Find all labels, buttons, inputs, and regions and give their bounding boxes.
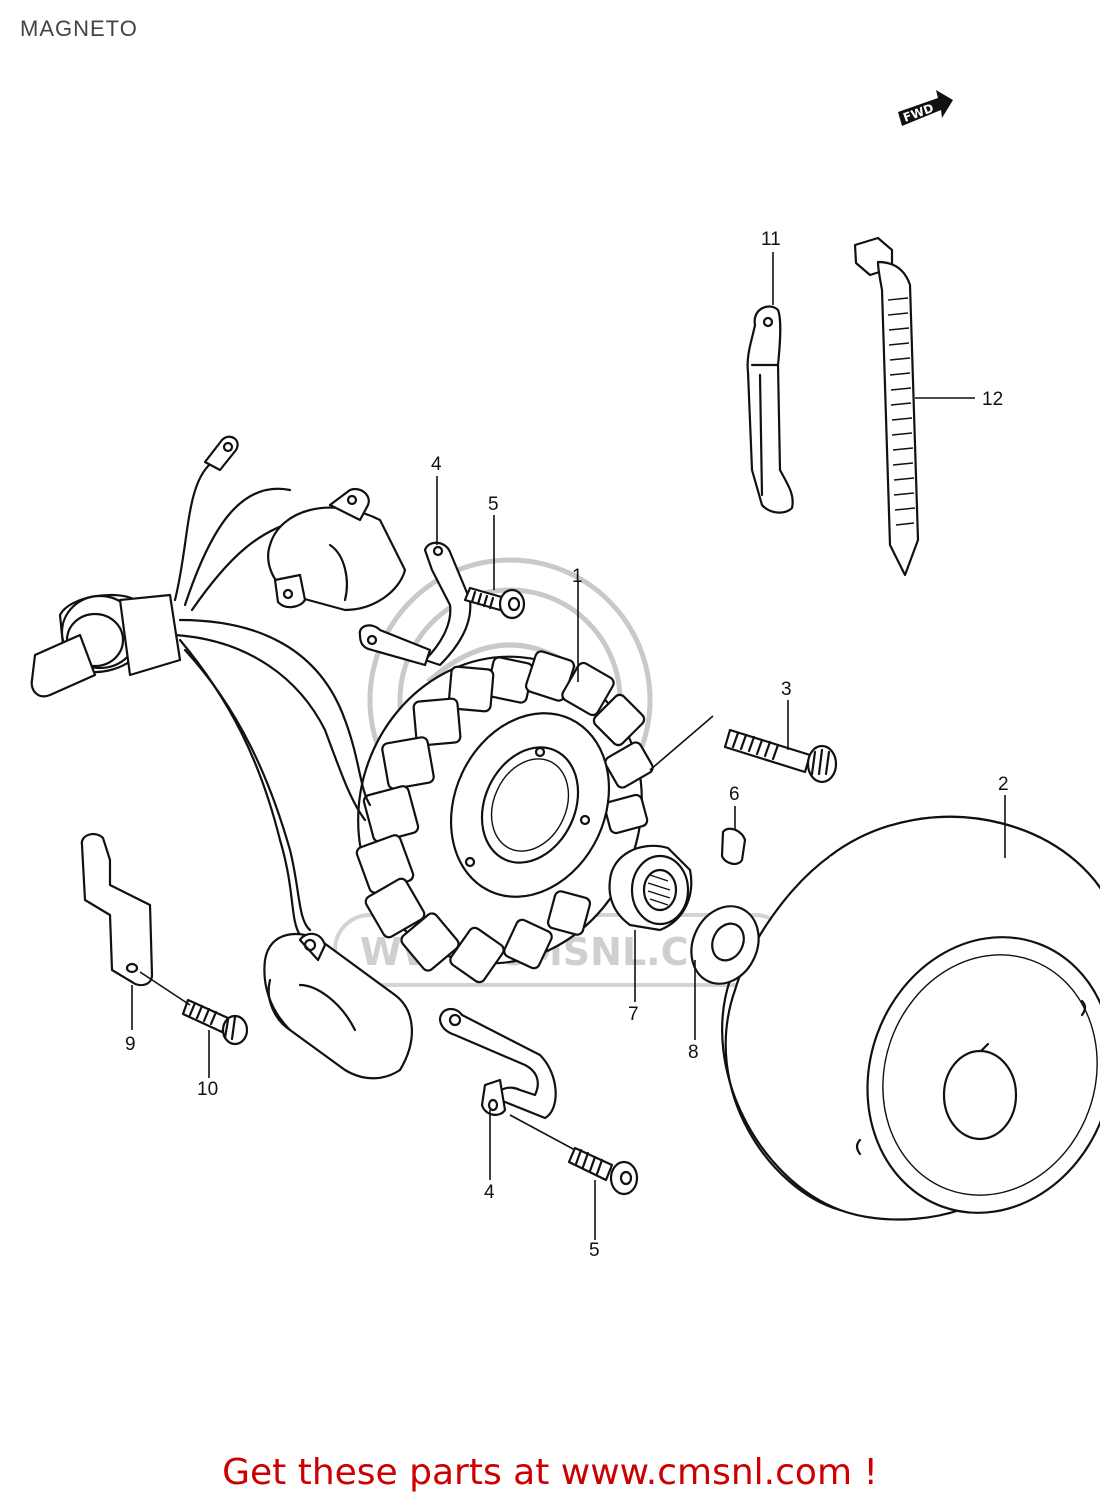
callout-rotor: 2	[998, 774, 1009, 795]
callout-clamp-upper: 4	[431, 454, 442, 475]
callout-labels: 1 2 3 4 5 6 7 8 9 10 4 5 11 12	[125, 229, 1009, 1261]
leader-lines	[131, 252, 1006, 1240]
wire-clamp-upper	[358, 541, 472, 667]
bracket-bolt	[181, 998, 249, 1046]
callout-stator: 1	[572, 566, 583, 587]
woodruff-key	[720, 827, 747, 866]
fwd-arrow-icon: FWD	[898, 90, 953, 126]
starter-nut	[608, 844, 693, 932]
callout-clamp-strap: 11	[761, 229, 781, 250]
rotor-bolt	[723, 728, 838, 784]
callout-clamp-lower: 4	[484, 1182, 495, 1203]
screw-lower	[567, 1146, 639, 1196]
callout-bracket: 9	[125, 1034, 136, 1055]
callout-key: 6	[729, 784, 740, 805]
callout-screw-upper: 5	[488, 494, 499, 515]
pickup-coil-lower	[263, 932, 413, 1080]
magneto-rotor	[721, 815, 1100, 1221]
cable-tie	[853, 236, 920, 577]
mounting-bracket	[80, 832, 154, 987]
fwd-label: FWD	[901, 101, 935, 125]
callout-starter-gear: 7	[628, 1004, 639, 1025]
wire-clamp-lower	[438, 1007, 557, 1120]
pickup-coil-upper	[267, 487, 407, 612]
stator-assembly	[355, 650, 654, 984]
washer	[690, 905, 760, 985]
callout-cable-tie: 12	[982, 389, 1003, 410]
callout-screw-lower: 5	[589, 1240, 600, 1261]
footer-link[interactable]: Get these parts at www.cmsnl.com !	[222, 1452, 878, 1493]
callout-bolt: 10	[197, 1079, 218, 1100]
callout-washer: 8	[688, 1042, 699, 1063]
stator-poles	[355, 650, 654, 984]
screw-upper	[463, 586, 526, 620]
wiring-harness	[30, 435, 372, 937]
page-title: MAGNETO	[20, 16, 138, 41]
callout-rotor-bolt: 3	[781, 679, 792, 700]
clamp-strap	[746, 305, 794, 514]
